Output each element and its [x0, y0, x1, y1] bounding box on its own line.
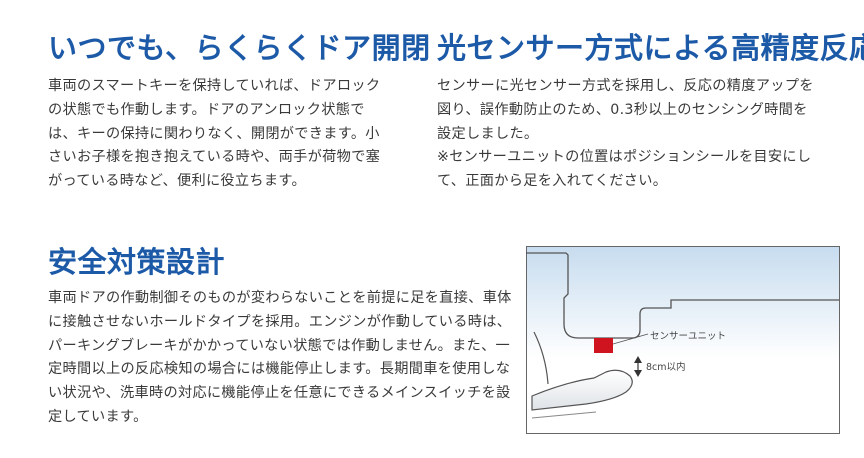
section-body-text: 車両のスマートキーを保持していれば、ドアロックの状態でも作動します。ドアのアンロ… [48, 78, 381, 190]
section-body: 車両ドアの作動制御そのものが変わらないことを前提に足を直接、車体に接触させないホ… [48, 287, 516, 430]
foot-shoe [531, 369, 633, 411]
sensor-unit [594, 338, 613, 353]
distance-arrow-icon [634, 356, 642, 377]
section-body-text: 車両ドアの作動制御そのものが変わらないことを前提に足を直接、車体に接触させないホ… [48, 290, 512, 425]
section-title: 光センサー方式による高精度反応 [437, 31, 864, 65]
sensor-leader-line [612, 333, 649, 345]
leg-outline [533, 331, 549, 385]
section-body-text: センサーに光センサー方式を採用し、反応の精度アップを図り、誤作動防止のため、0.… [437, 78, 814, 142]
distance-label: 8cm以内 [646, 361, 686, 373]
section-safety-design: 安全対策設計 車両ドアの作動制御そのものが変わらないことを前提に足を直接、車体に… [48, 244, 516, 430]
section-note-text: ※センサーユニットの位置はポジションシールを目安にして、正面から足を入れてくださ… [437, 149, 812, 190]
shoe-sole-line [531, 411, 597, 419]
section-body: 車両のスマートキーを保持していれば、ドアロックの状態でも作動します。ドアのアンロ… [48, 75, 393, 194]
section-body: センサーに光センサー方式を採用し、反応の精度アップを図り、誤作動防止のため、0.… [437, 75, 822, 194]
sensor-position-diagram: センサーユニット 8cm以内 [526, 246, 840, 434]
section-optical-sensor: 光センサー方式による高精度反応 センサーに光センサー方式を採用し、反応の精度アッ… [437, 30, 864, 194]
section-door-operation: いつでも、らくらくドア開閉 車両のスマートキーを保持していれば、ドアロックの状態… [48, 30, 431, 194]
section-title: 安全対策設計 [48, 245, 226, 279]
sensor-unit-label: センサーユニット [650, 331, 726, 342]
section-title: いつでも、らくらくドア開閉 [48, 31, 431, 65]
